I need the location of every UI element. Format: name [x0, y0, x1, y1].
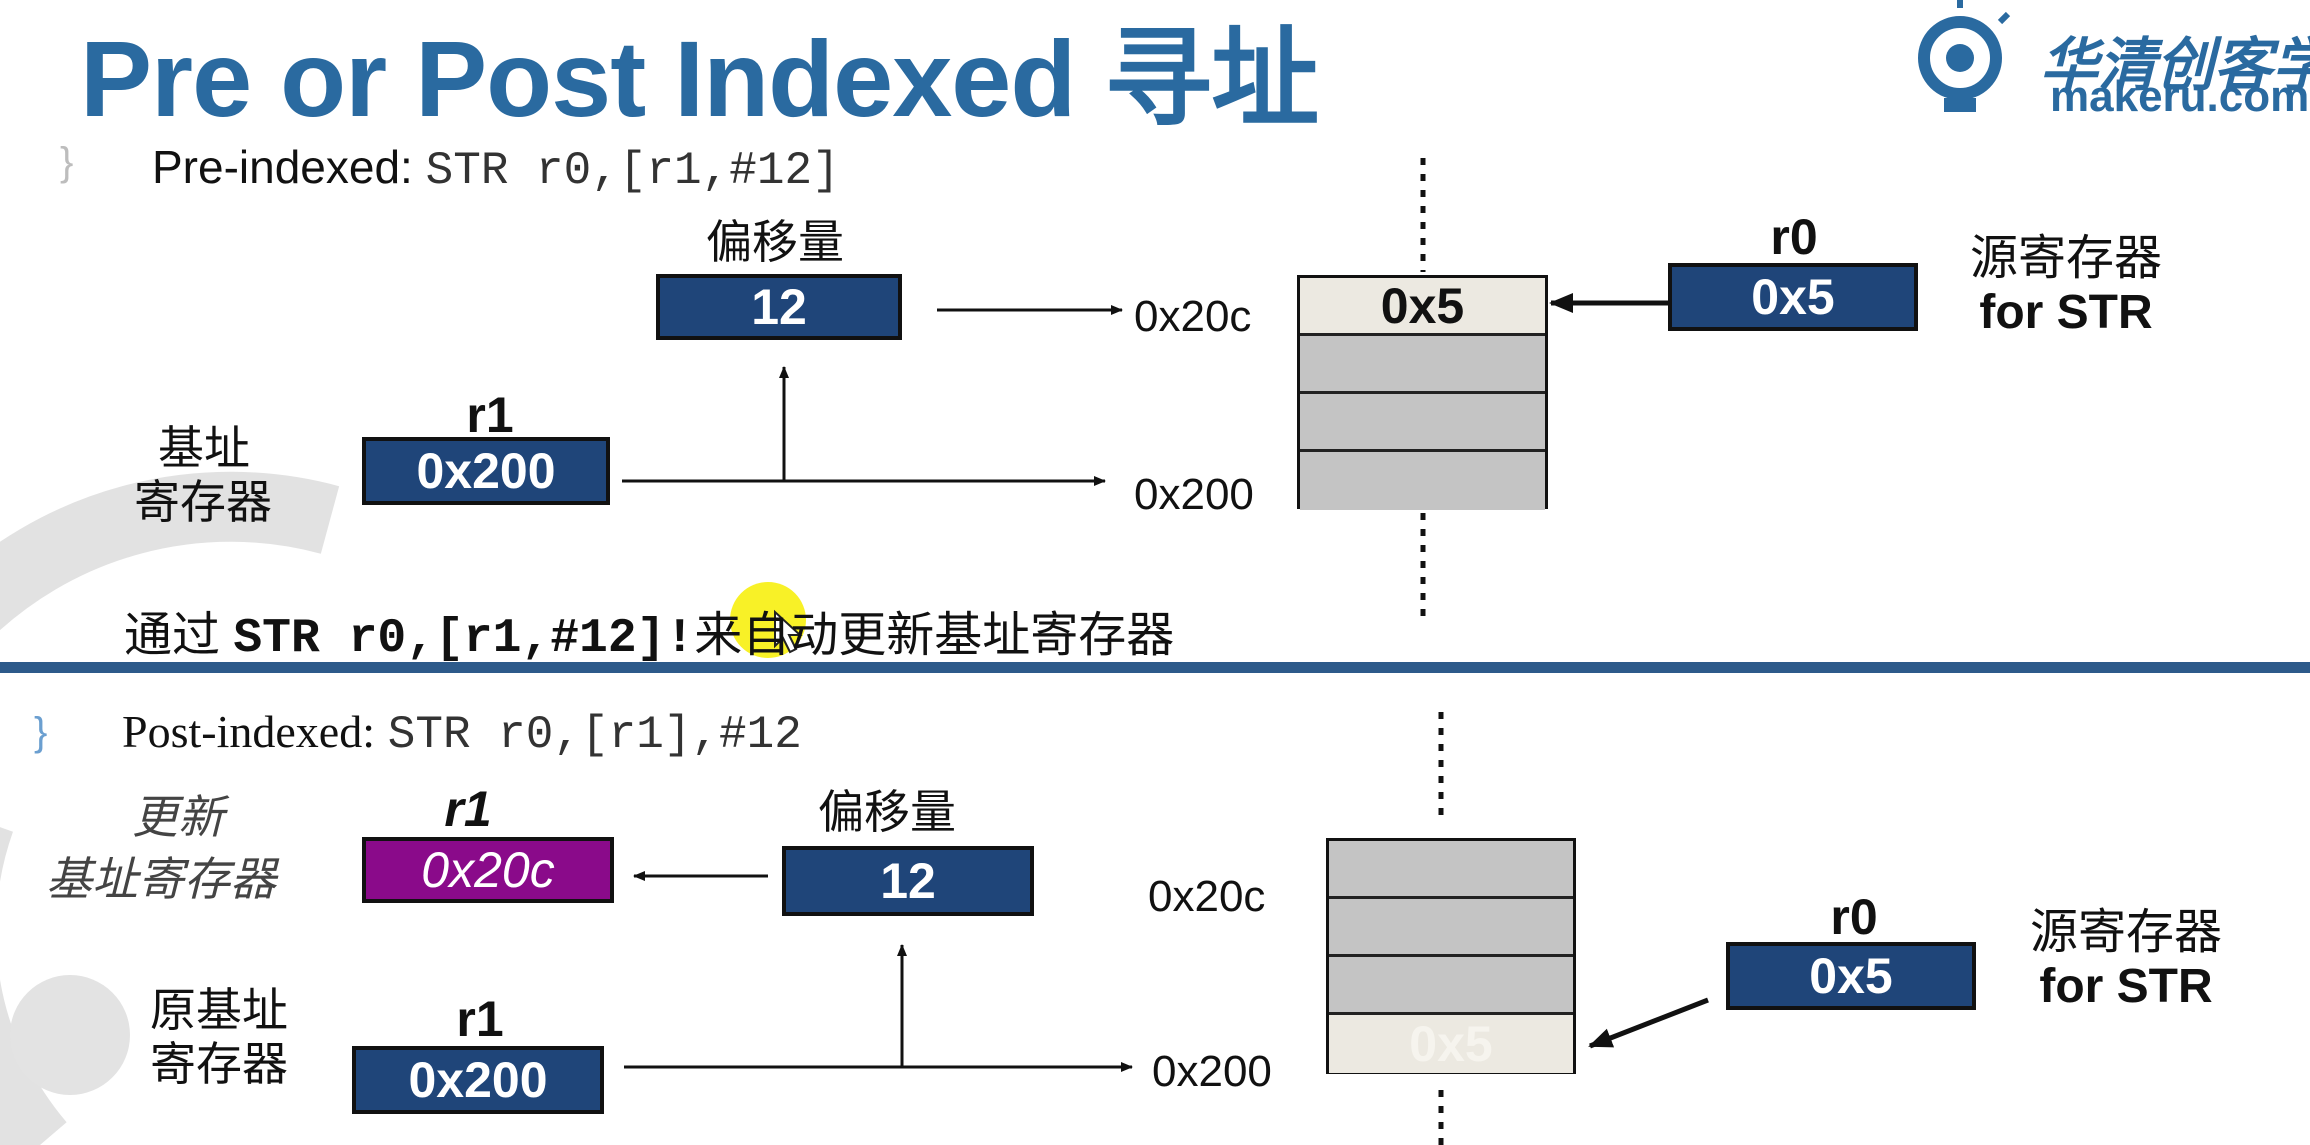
offset-box-post: 12	[782, 846, 1034, 916]
updated-register-caption-line2: 基址寄存器	[46, 853, 276, 905]
memory-cell	[1329, 841, 1573, 899]
post-indexed-code: STR r0,[r1],#12	[387, 709, 802, 761]
pre-indexed-code: STR r0,[r1,#12]	[425, 145, 840, 197]
arrow-r0-to-mem-post	[1588, 997, 1709, 1049]
pre-indexed-heading: Pre-indexed: STR r0,[r1,#12]	[152, 140, 840, 197]
bullet-marker: }	[34, 710, 48, 754]
section-divider	[0, 662, 2310, 673]
memory-cell	[1329, 957, 1573, 1015]
offset-value: 12	[751, 279, 807, 335]
source-register-name: r0	[1770, 209, 1818, 265]
memory-cell: 0x5	[1329, 1015, 1573, 1073]
mouse-pointer-icon	[730, 582, 806, 658]
source-register-value-post: 0x5	[1809, 948, 1893, 1004]
bullet-marker: }	[60, 140, 74, 184]
offset-box: 12	[656, 274, 902, 340]
source-register-box-post: 0x5	[1726, 942, 1976, 1010]
writeback-note-code: STR r0,[r1,#12]!	[233, 612, 695, 666]
source-register-caption-cn-post: 源寄存器	[2030, 906, 2223, 959]
source-register-caption-cn: 源寄存器	[1970, 232, 2163, 285]
source-register-caption-en-post: for STR	[2039, 960, 2213, 1013]
address-top-label: 0x20c	[1134, 292, 1252, 341]
original-register-name: r1	[456, 991, 504, 1047]
base-register-caption-line2: 寄存器	[134, 476, 272, 528]
address-bottom-label: 0x200	[1134, 470, 1254, 519]
lightbulb-logo-icon	[1918, 0, 2011, 112]
base-register-name: r1	[466, 387, 514, 443]
pre-indexed-label: Pre-indexed:	[152, 141, 413, 193]
offset-label-post: 偏移量	[818, 786, 956, 838]
source-register-name-post: r0	[1830, 889, 1878, 945]
base-register-value: 0x200	[416, 443, 556, 499]
offset-label: 偏移量	[706, 216, 844, 268]
memory-cell	[1329, 899, 1573, 957]
watermark-swirl	[0, 471, 340, 1145]
logo-url: makeru.com	[2050, 72, 2310, 121]
post-indexed-label: Post-indexed:	[122, 706, 375, 757]
address-top-label-post: 0x20c	[1148, 872, 1266, 921]
original-register-box: 0x200	[352, 1046, 604, 1114]
updated-register-caption-line1: 更新	[132, 791, 224, 843]
source-register-caption-en: for STR	[1979, 286, 2153, 339]
writeback-note-prefix: 通过	[124, 609, 221, 662]
updated-register-box: 0x20c	[362, 837, 614, 903]
original-register-value: 0x200	[408, 1052, 548, 1108]
source-register-caption-post: 源寄存器 for STR	[2030, 906, 2222, 1014]
writeback-note-suffix: 来自动更新基址寄存器	[694, 609, 1175, 662]
memory-cell	[1300, 394, 1545, 452]
post-indexed-heading: Post-indexed: STR r0,[r1],#12	[122, 704, 802, 761]
address-bottom-label-post: 0x200	[1152, 1047, 1272, 1096]
source-register-caption: 源寄存器 for STR	[1970, 232, 2162, 340]
base-register-caption-line1: 基址	[158, 422, 250, 474]
offset-value-post: 12	[880, 853, 936, 909]
memory-cell	[1300, 336, 1545, 394]
logo-name: 华清创客学	[2040, 33, 2310, 98]
source-register-value: 0x5	[1751, 269, 1835, 325]
updated-register-value: 0x20c	[421, 842, 555, 898]
updated-register-name: r1	[444, 781, 492, 837]
source-register-box: 0x5	[1668, 263, 1918, 331]
page-title: Pre or Post Indexed 寻址	[80, 18, 1319, 139]
memory-block-post: 0x5	[1326, 838, 1576, 1074]
memory-cell: 0x5	[1300, 278, 1545, 336]
original-register-caption-line2: 寄存器	[150, 1038, 288, 1090]
base-register-box: 0x200	[362, 437, 610, 505]
memory-block-pre: 0x5	[1297, 275, 1548, 510]
memory-cell	[1300, 452, 1545, 510]
writeback-note: 通过 STR r0,[r1,#12]!来自动更新基址寄存器	[124, 595, 1174, 666]
watermark-dot	[10, 975, 130, 1095]
original-register-caption-line1: 原基址	[150, 984, 288, 1036]
